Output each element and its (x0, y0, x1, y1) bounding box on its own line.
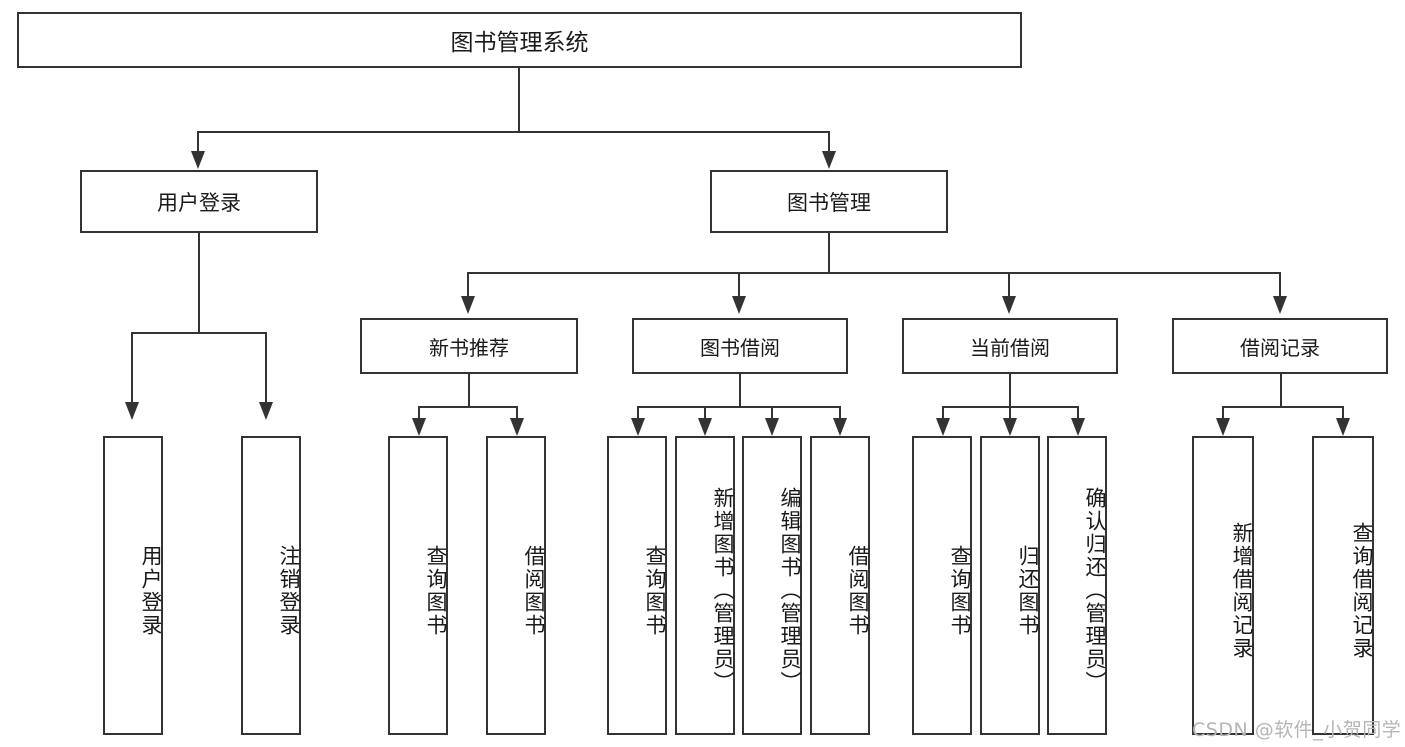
node-root-book-management-system[interactable]: 图书管理系统 (17, 12, 1022, 68)
node-label: 借阅记录 (1240, 335, 1320, 360)
node-label: 查询图书 (643, 544, 667, 637)
connector-root-bus (197, 131, 830, 133)
arrowhead-to-leaf-cb-2 (1003, 418, 1017, 436)
connector-user-login-drop-2 (265, 332, 267, 404)
leaf-nbr-borrow-books[interactable]: 借阅图书 (486, 436, 546, 735)
node-label: 当前借阅 (970, 335, 1050, 360)
arrowhead-to-borrow-record (1273, 296, 1287, 314)
arrowhead-to-leaf-bb-3 (765, 418, 779, 436)
connector-cb-stem (1009, 374, 1011, 407)
connector-bb-drop-2 (704, 406, 706, 422)
node-label: 新增借阅记录 (1230, 521, 1254, 660)
connector-bb-stem (739, 374, 741, 407)
connector-nbr-stem (468, 374, 470, 407)
leaf-bb-add-book-admin[interactable]: 新增图书（管理员） (675, 436, 735, 735)
connector-bb-drop-4 (839, 406, 841, 422)
arrowhead-to-leaf-bb-1 (631, 418, 645, 436)
arrowhead-to-leaf-user-login (125, 402, 139, 420)
connector-root-drop-right (828, 131, 830, 153)
node-label: 编辑图书（管理员） (778, 487, 802, 694)
node-label: 查询借阅记录 (1350, 521, 1374, 660)
node-label: 新增图书（管理员） (711, 487, 735, 694)
connector-br-bus (1222, 406, 1344, 408)
node-label: 归还图书 (1016, 544, 1040, 637)
connector-bb-bus (637, 406, 841, 408)
leaf-br-query-record[interactable]: 查询借阅记录 (1312, 436, 1374, 735)
arrowhead-to-leaf-nbr-2 (510, 418, 524, 436)
node-label: 图书借阅 (700, 335, 780, 360)
leaf-bb-edit-book-admin[interactable]: 编辑图书（管理员） (742, 436, 802, 735)
connector-nbr-drop-2 (516, 406, 518, 422)
arrowhead-to-book-management (822, 151, 836, 169)
node-label: 图书管理 (787, 190, 871, 215)
arrowhead-to-user-login (191, 151, 205, 169)
node-borrow-record[interactable]: 借阅记录 (1172, 318, 1388, 374)
connector-bm-drop-2 (738, 272, 740, 298)
node-new-book-recommend[interactable]: 新书推荐 (360, 318, 578, 374)
connector-bb-drop-3 (771, 406, 773, 422)
arrowhead-to-leaf-cb-1 (936, 418, 950, 436)
node-book-management[interactable]: 图书管理 (710, 170, 948, 233)
arrowhead-to-leaf-bb-4 (833, 418, 847, 436)
connector-cb-drop-2 (1009, 406, 1011, 422)
arrowhead-to-leaf-bb-2 (698, 418, 712, 436)
connector-user-login-drop-1 (131, 332, 133, 404)
arrowhead-to-leaf-nbr-1 (412, 418, 426, 436)
leaf-user-login[interactable]: 用户登录 (103, 436, 163, 735)
node-label: 用户登录 (139, 544, 163, 637)
connector-bb-drop-1 (637, 406, 639, 422)
node-label: 借阅图书 (846, 544, 870, 637)
connector-root-drop-left (197, 131, 199, 153)
leaf-bb-query-books[interactable]: 查询图书 (607, 436, 667, 735)
node-label: 确认归还（管理员） (1083, 487, 1107, 694)
connector-br-stem (1280, 374, 1282, 407)
connector-nbr-bus (418, 406, 518, 408)
leaf-cb-query-books[interactable]: 查询图书 (912, 436, 972, 735)
node-label: 借阅图书 (522, 544, 546, 637)
leaf-logout[interactable]: 注销登录 (241, 436, 301, 735)
leaf-cb-confirm-return-admin[interactable]: 确认归还（管理员） (1047, 436, 1107, 735)
node-label: 注销登录 (277, 544, 301, 637)
node-label: 用户登录 (157, 190, 241, 215)
node-label: 新书推荐 (429, 335, 509, 360)
node-current-borrow[interactable]: 当前借阅 (902, 318, 1118, 374)
connector-cb-drop-3 (1077, 406, 1079, 422)
arrowhead-to-leaf-cb-3 (1071, 418, 1085, 436)
leaf-bb-borrow-books[interactable]: 借阅图书 (810, 436, 870, 735)
arrowhead-to-book-borrow (732, 296, 746, 314)
connector-book-management-bus (467, 272, 1281, 274)
leaf-cb-return-books[interactable]: 归还图书 (980, 436, 1040, 735)
connector-book-management-stem (828, 233, 830, 273)
node-user-login[interactable]: 用户登录 (80, 170, 318, 233)
leaf-br-add-record[interactable]: 新增借阅记录 (1192, 436, 1254, 735)
node-label: 查询图书 (948, 544, 972, 637)
arrowhead-to-leaf-br-2 (1336, 418, 1350, 436)
connector-user-login-bus (131, 332, 267, 334)
node-label: 图书管理系统 (450, 30, 589, 56)
connector-nbr-drop-1 (418, 406, 420, 422)
connector-bm-drop-3 (1008, 272, 1010, 298)
connector-br-drop-2 (1342, 406, 1344, 422)
connector-cb-drop-1 (942, 406, 944, 422)
node-book-borrow[interactable]: 图书借阅 (632, 318, 848, 374)
arrowhead-to-new-book-recommend (461, 296, 475, 314)
connector-user-login-stem (198, 233, 200, 333)
node-label: 查询图书 (424, 544, 448, 637)
arrowhead-to-current-borrow (1002, 296, 1016, 314)
leaf-nbr-query-books[interactable]: 查询图书 (388, 436, 448, 735)
connector-root-stem-vertical (518, 68, 520, 132)
connector-bm-drop-4 (1279, 272, 1281, 298)
arrowhead-to-leaf-br-1 (1216, 418, 1230, 436)
connector-br-drop-1 (1222, 406, 1224, 422)
arrowhead-to-leaf-logout (259, 402, 273, 420)
connector-bm-drop-1 (467, 272, 469, 298)
